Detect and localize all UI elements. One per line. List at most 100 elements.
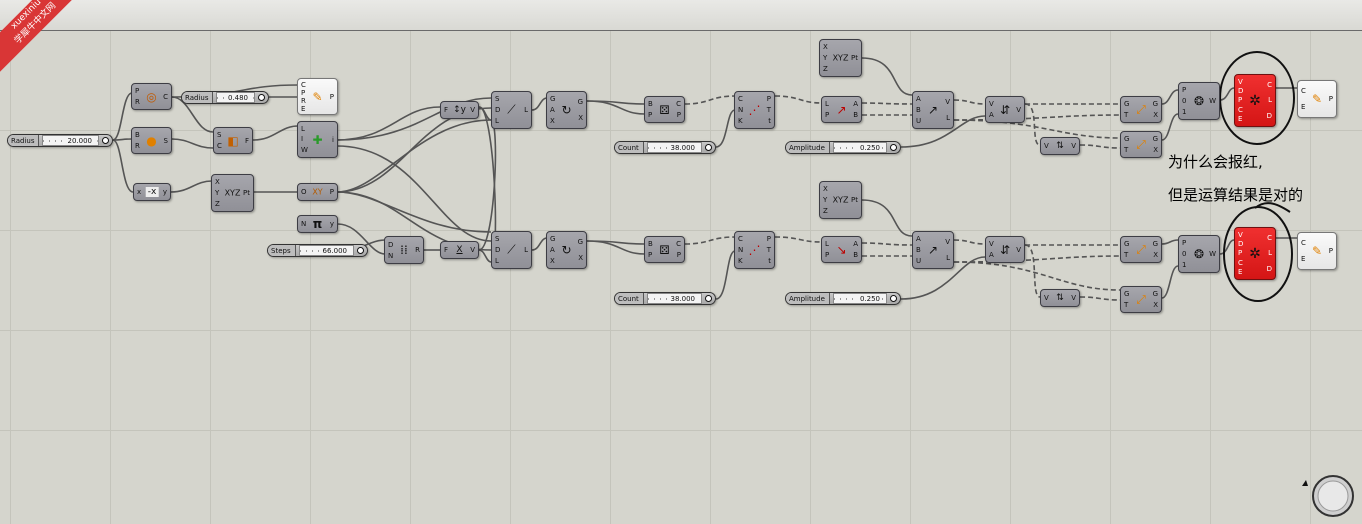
input-port[interactable]: G	[550, 235, 556, 244]
output-port[interactable]: P	[766, 95, 771, 104]
input-port[interactable]: N	[388, 251, 394, 260]
slider-output-grip[interactable]	[258, 94, 265, 101]
output-port[interactable]: W	[1209, 97, 1216, 105]
input-port[interactable]: O	[301, 188, 307, 196]
output-port[interactable]: X	[578, 254, 583, 262]
input-port[interactable]: F	[444, 106, 449, 114]
input-port[interactable]: D	[388, 240, 394, 249]
output-port[interactable]: V	[1071, 142, 1076, 150]
output-port[interactable]: X	[1153, 250, 1158, 259]
slider-output-grip[interactable]	[890, 144, 897, 151]
input-port[interactable]: G	[1124, 290, 1130, 299]
output-port[interactable]: V	[470, 246, 475, 254]
output-port[interactable]: P	[1328, 247, 1333, 255]
slider-track[interactable]: 38.000	[646, 142, 702, 153]
output-port[interactable]: y	[162, 188, 167, 196]
input-port[interactable]: L	[495, 116, 499, 125]
input-port[interactable]: R	[135, 141, 140, 150]
input-port[interactable]: C	[738, 95, 743, 104]
input-port[interactable]: P	[1182, 86, 1187, 95]
output-port[interactable]: W	[1209, 250, 1216, 258]
count-slider-2[interactable]: Count 38.000	[614, 292, 716, 305]
input-port[interactable]: P	[1182, 239, 1187, 248]
output-port[interactable]: G	[1152, 100, 1158, 109]
output-port[interactable]: P	[329, 92, 334, 101]
output-port[interactable]: G	[1152, 240, 1158, 249]
input-port[interactable]: Z	[823, 64, 828, 73]
output-port[interactable]: L	[524, 106, 528, 114]
output-port[interactable]: B	[853, 110, 858, 119]
output-port[interactable]: G	[1152, 290, 1158, 299]
output-port[interactable]: P	[766, 235, 771, 244]
input-port[interactable]: P	[301, 89, 306, 97]
output-port[interactable]: T	[766, 245, 771, 254]
input-port[interactable]: V	[1044, 142, 1049, 150]
output-port[interactable]: Pt	[243, 189, 250, 197]
output-port[interactable]: V	[1016, 245, 1021, 254]
input-port[interactable]: P	[648, 250, 653, 259]
output-port[interactable]: Pt	[851, 196, 858, 204]
output-port[interactable]: L	[946, 254, 950, 262]
output-port[interactable]: G	[577, 98, 583, 106]
input-port[interactable]: X	[550, 256, 555, 265]
input-port[interactable]: K	[738, 116, 743, 125]
input-port[interactable]: C	[1301, 87, 1306, 95]
input-port[interactable]: Z	[823, 206, 828, 215]
input-port[interactable]: X	[550, 116, 555, 125]
output-port[interactable]: D	[1266, 265, 1272, 274]
input-port[interactable]: S	[495, 95, 500, 104]
input-port[interactable]: T	[1124, 300, 1129, 309]
input-port[interactable]: 0	[1182, 96, 1187, 105]
radius-slider[interactable]: Radius 20.000	[7, 134, 113, 147]
output-port[interactable]: F	[244, 136, 249, 145]
output-port[interactable]: L	[1268, 96, 1272, 105]
output-port[interactable]: V	[945, 98, 950, 106]
output-port[interactable]: V	[1071, 294, 1076, 302]
amplitude-slider[interactable]: Amplitude 0.250	[785, 141, 901, 154]
slider-track[interactable]: 66.000	[298, 245, 354, 256]
input-port[interactable]: X	[215, 178, 220, 187]
input-port[interactable]: R	[135, 97, 140, 106]
output-port[interactable]: C	[676, 240, 681, 249]
output-port[interactable]: P	[676, 110, 681, 119]
slider-output-grip[interactable]	[357, 247, 364, 254]
input-port[interactable]: C	[301, 81, 306, 89]
input-port[interactable]: P	[825, 110, 830, 119]
input-port[interactable]: B	[648, 100, 653, 109]
input-port[interactable]: P	[825, 250, 830, 259]
output-port[interactable]: L	[524, 246, 528, 254]
input-port[interactable]: K	[738, 256, 743, 265]
input-port[interactable]: P	[1238, 249, 1243, 258]
slider-output-grip[interactable]	[705, 295, 712, 302]
output-port[interactable]: P	[329, 188, 334, 196]
input-port[interactable]: X	[823, 43, 828, 52]
input-port[interactable]: 1	[1182, 107, 1187, 116]
input-port[interactable]: A	[916, 95, 921, 104]
input-port[interactable]: E	[1301, 255, 1306, 263]
output-port[interactable]: y	[329, 220, 334, 228]
input-port[interactable]: B	[916, 105, 921, 114]
slider-track[interactable]: 0.250	[832, 293, 887, 304]
